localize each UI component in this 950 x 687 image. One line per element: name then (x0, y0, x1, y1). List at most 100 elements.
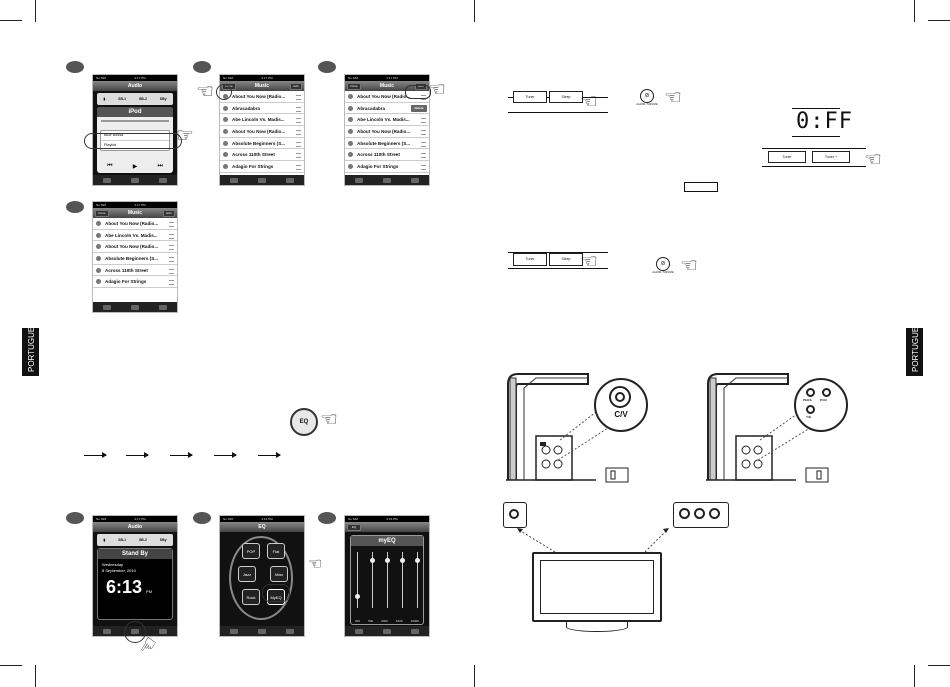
source-sb1[interactable]: SB-1 (118, 97, 127, 101)
tab-audio[interactable] (103, 177, 111, 183)
ipod-panel: iPod Blue Bossa Playlist ⏮ ▶ ⏭ (97, 107, 173, 173)
eq-band-knob[interactable] (355, 593, 361, 599)
table-row[interactable]: Abe Lincoln Vs. Madis... (345, 114, 429, 127)
pointing-hand-icon: ☜ (320, 409, 338, 431)
eq-preset-flat[interactable]: Flat (267, 543, 285, 559)
sleep-button[interactable]: Sleep (549, 91, 583, 103)
source-sb2[interactable]: SB-2 (138, 97, 147, 101)
title-bar: Audio (93, 522, 177, 532)
source-sby[interactable]: SBy (159, 97, 167, 101)
list-item[interactable]: Blue Bossa (101, 131, 169, 141)
tab-bar (345, 175, 429, 185)
composite-jack-icon (609, 386, 631, 408)
sleep-button[interactable]: Sleep (549, 253, 583, 266)
tab-bar (345, 626, 429, 636)
tab-eq[interactable] (131, 177, 139, 183)
title-bar: EQ (220, 522, 304, 532)
tab-bar (93, 175, 177, 185)
table-row[interactable]: Absolute Beginners (S... (345, 138, 429, 150)
table-row[interactable]: Adagio For Strings (345, 161, 429, 173)
play-icon[interactable]: ▶ (132, 164, 138, 170)
eq-band-knob[interactable] (399, 558, 405, 564)
table-row[interactable]: Across 110th Street (93, 265, 177, 277)
table-row[interactable]: Abe Lincoln Vs. Madis... (93, 230, 177, 242)
eq-preset-man[interactable]: Man (270, 566, 288, 582)
table-row[interactable]: Adagio For Strings (93, 276, 177, 289)
table-row[interactable]: Across 110th Street (220, 149, 304, 162)
alarm-snooze-icon[interactable]: ⊘ (656, 257, 670, 271)
eq-band-slider[interactable] (387, 552, 388, 608)
component-jack-icon (822, 388, 831, 397)
table-row[interactable]: Abe Lincoln Vs. Madis... (220, 114, 304, 127)
eq-band-slider[interactable] (357, 552, 359, 608)
edit-button[interactable]: Edit (290, 83, 302, 90)
standby-banner: Stand By (98, 549, 172, 559)
table-row[interactable]: About You Now (Radio... (93, 241, 177, 254)
tab-audio[interactable] (103, 628, 111, 634)
table-row[interactable]: Adagio For Strings (220, 161, 304, 173)
done-button[interactable]: Done (95, 210, 109, 217)
band-label: 2000 (381, 619, 388, 623)
transport-controls: ⏮ ▶ ⏭ (97, 163, 173, 170)
step-marker (66, 201, 84, 213)
arrow-icon (126, 452, 149, 458)
tuner-plus-button[interactable]: Tuner + (812, 151, 850, 163)
eq-button[interactable]: EQ (290, 408, 318, 436)
weekday: Wednesday (102, 562, 124, 567)
tv-stand (566, 622, 628, 632)
table-row[interactable]: Absolute Beginners (S... (93, 253, 177, 265)
tv-composite-input (503, 502, 527, 528)
eq-band-knob[interactable] (385, 558, 390, 564)
crop-mark (928, 20, 950, 21)
eq-band-slider[interactable] (416, 552, 418, 608)
component-label: Y/G (806, 415, 812, 419)
tuner-minus-button[interactable]: Tuner (768, 151, 806, 163)
source-selector[interactable]: ▮ SB-1 SB-2 SBy (97, 93, 173, 105)
alarm-snooze-icon[interactable]: ⊘ (640, 89, 654, 103)
back-button[interactable]: EQ (347, 524, 361, 531)
table-row[interactable]: Across 110th Street (345, 149, 429, 162)
tuner-minus-button[interactable]: Tuner (513, 91, 547, 103)
table-row[interactable]: About You Now (Radio... (93, 218, 177, 230)
eq-preset-rock[interactable]: Rock (242, 589, 260, 605)
eq-preset-jazz[interactable]: Jazz (238, 566, 256, 582)
table-row[interactable]: Abracadabra (220, 103, 304, 115)
language-tab-right: PORTUGUESE (906, 316, 923, 376)
table-row[interactable]: Absolute Beginners (S... (220, 138, 304, 150)
previous-icon[interactable]: ⏮ (107, 163, 113, 169)
component-jack-icon (806, 405, 815, 414)
eq-band-knob[interactable] (414, 558, 420, 564)
connection-arrows (517, 528, 669, 553)
table-row[interactable]: About You Now (Radio... (345, 91, 429, 103)
edit-button[interactable]: Edit (163, 210, 175, 217)
tuner-minus-button[interactable]: Tuner (513, 253, 547, 266)
step-marker (66, 512, 84, 524)
next-icon[interactable]: ⏭ (157, 163, 163, 169)
ipod-icon[interactable]: ▮ (103, 97, 106, 101)
source-selector[interactable]: ▮ SB-1 SB-2 SBy (97, 534, 173, 546)
volume-slider[interactable] (101, 120, 169, 122)
list-item[interactable]: Playlist (104, 143, 117, 147)
pointing-hand-icon: ☜ (580, 251, 598, 273)
eq-band-slider[interactable] (372, 552, 374, 608)
eq-band-knob[interactable] (370, 558, 376, 564)
eq-band-slider[interactable] (401, 552, 403, 608)
ipod-icon[interactable]: ▮ (103, 538, 106, 542)
alarm-label: ALARM / SNOOZE (636, 103, 658, 106)
tab-settings[interactable] (159, 177, 167, 183)
eq-preset-pop[interactable]: POP (242, 543, 260, 559)
step-marker (318, 512, 336, 524)
table-row[interactable]: About You Now (Radio... (345, 126, 429, 138)
table-row[interactable]: About You Now (Radio... (220, 126, 304, 138)
jack-icon (509, 509, 519, 519)
language-tab-label: PORTUGUESE (911, 316, 920, 372)
delete-button[interactable]: Delete (411, 104, 427, 112)
table-row[interactable]: About You Now (Radio... (220, 91, 304, 103)
done-button[interactable]: Done (347, 83, 361, 90)
tab-settings[interactable] (159, 628, 167, 634)
